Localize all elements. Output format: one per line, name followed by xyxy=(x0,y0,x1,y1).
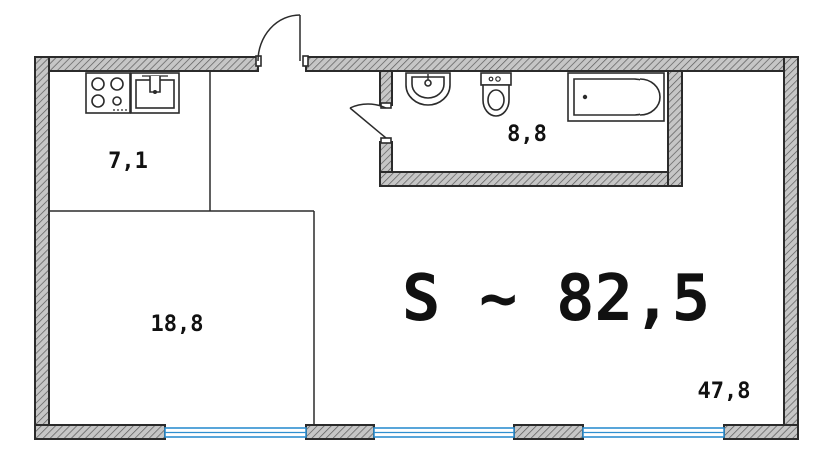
bathroom-wall-right xyxy=(667,70,683,187)
kitchen-sink-icon xyxy=(130,72,180,114)
wall-top-right xyxy=(305,56,799,72)
bathroom-walls xyxy=(379,70,683,187)
window-3 xyxy=(582,427,725,438)
entrance-door-swing xyxy=(257,14,301,62)
bathroom-door-swing xyxy=(349,103,387,109)
window-1 xyxy=(164,427,307,438)
washbasin-icon xyxy=(405,72,451,106)
kitchen-area-label: 7,1 xyxy=(108,149,148,174)
bedroom-area-label: 18,8 xyxy=(151,312,204,337)
toilet-icon xyxy=(480,72,512,117)
partitions xyxy=(49,71,315,425)
wall-bottom-4 xyxy=(723,424,799,440)
bathroom-door-leaf[interactable] xyxy=(349,107,387,139)
windows xyxy=(164,427,725,438)
wall-top-left xyxy=(34,56,259,72)
wall-left xyxy=(34,56,50,440)
bathroom-wall-bottom xyxy=(379,171,683,187)
total-area-label: S ~ 82,5 xyxy=(402,262,710,336)
entrance-door[interactable] xyxy=(255,14,309,67)
bathroom-area-label: 8,8 xyxy=(507,122,547,147)
outer-walls xyxy=(34,56,799,440)
stove-icon xyxy=(85,72,131,114)
living-area-label: 47,8 xyxy=(698,379,751,404)
bathroom-wall-left-upper xyxy=(379,70,393,106)
wall-bottom-1 xyxy=(34,424,166,440)
wall-bottom-3 xyxy=(513,424,584,440)
wall-right xyxy=(783,56,799,440)
bathroom-door[interactable] xyxy=(349,102,392,144)
window-2 xyxy=(373,427,515,438)
wall-bottom-2 xyxy=(305,424,375,440)
bathtub-icon xyxy=(567,72,665,122)
